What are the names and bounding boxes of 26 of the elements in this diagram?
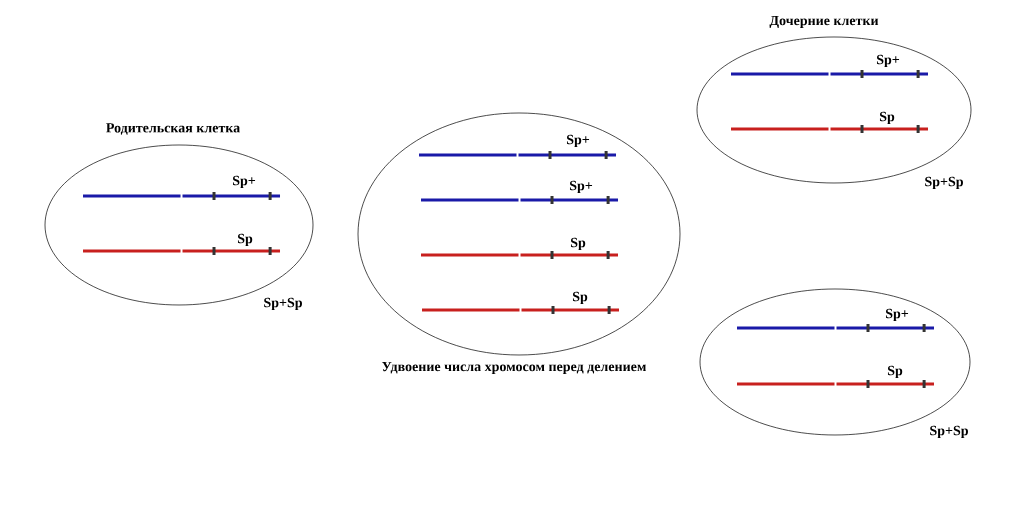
- node-label: Sp+: [885, 308, 909, 322]
- cell-heading: Родительская клетка: [106, 123, 240, 135]
- cell-heading: Удвоение числа хромосом перед делением: [382, 361, 646, 375]
- chromosome: Sp: [83, 233, 280, 255]
- chromosome: Sp+: [731, 54, 928, 78]
- node-label: Sp+: [566, 134, 590, 148]
- chromosome: Sp+: [83, 175, 280, 200]
- cell-heading: Дочерние клетки: [769, 15, 879, 29]
- chromosome: Sp+: [419, 134, 616, 159]
- chromosome: Sp+: [737, 308, 934, 332]
- node-label: Sp: [570, 237, 586, 251]
- genotype-label: Sp+Sp: [925, 176, 963, 190]
- chromosome: Sp: [422, 291, 619, 314]
- node-label: Sp: [572, 291, 588, 305]
- genotype-label: Sp+Sp: [264, 297, 302, 311]
- node-label: Sp: [887, 365, 903, 379]
- node-label: Sp: [237, 233, 253, 247]
- chromosome: Sp+: [421, 180, 618, 204]
- node-label: Sp+: [232, 175, 256, 189]
- genotype-label: Sp+Sp: [930, 425, 968, 439]
- chromosome: Sp: [421, 237, 618, 259]
- node-label: Sp+: [569, 180, 593, 194]
- chromosome: Sp: [731, 111, 928, 133]
- chromosome: Sp: [737, 365, 934, 388]
- node-label: Sp: [879, 111, 895, 125]
- node-label: Sp+: [876, 54, 900, 68]
